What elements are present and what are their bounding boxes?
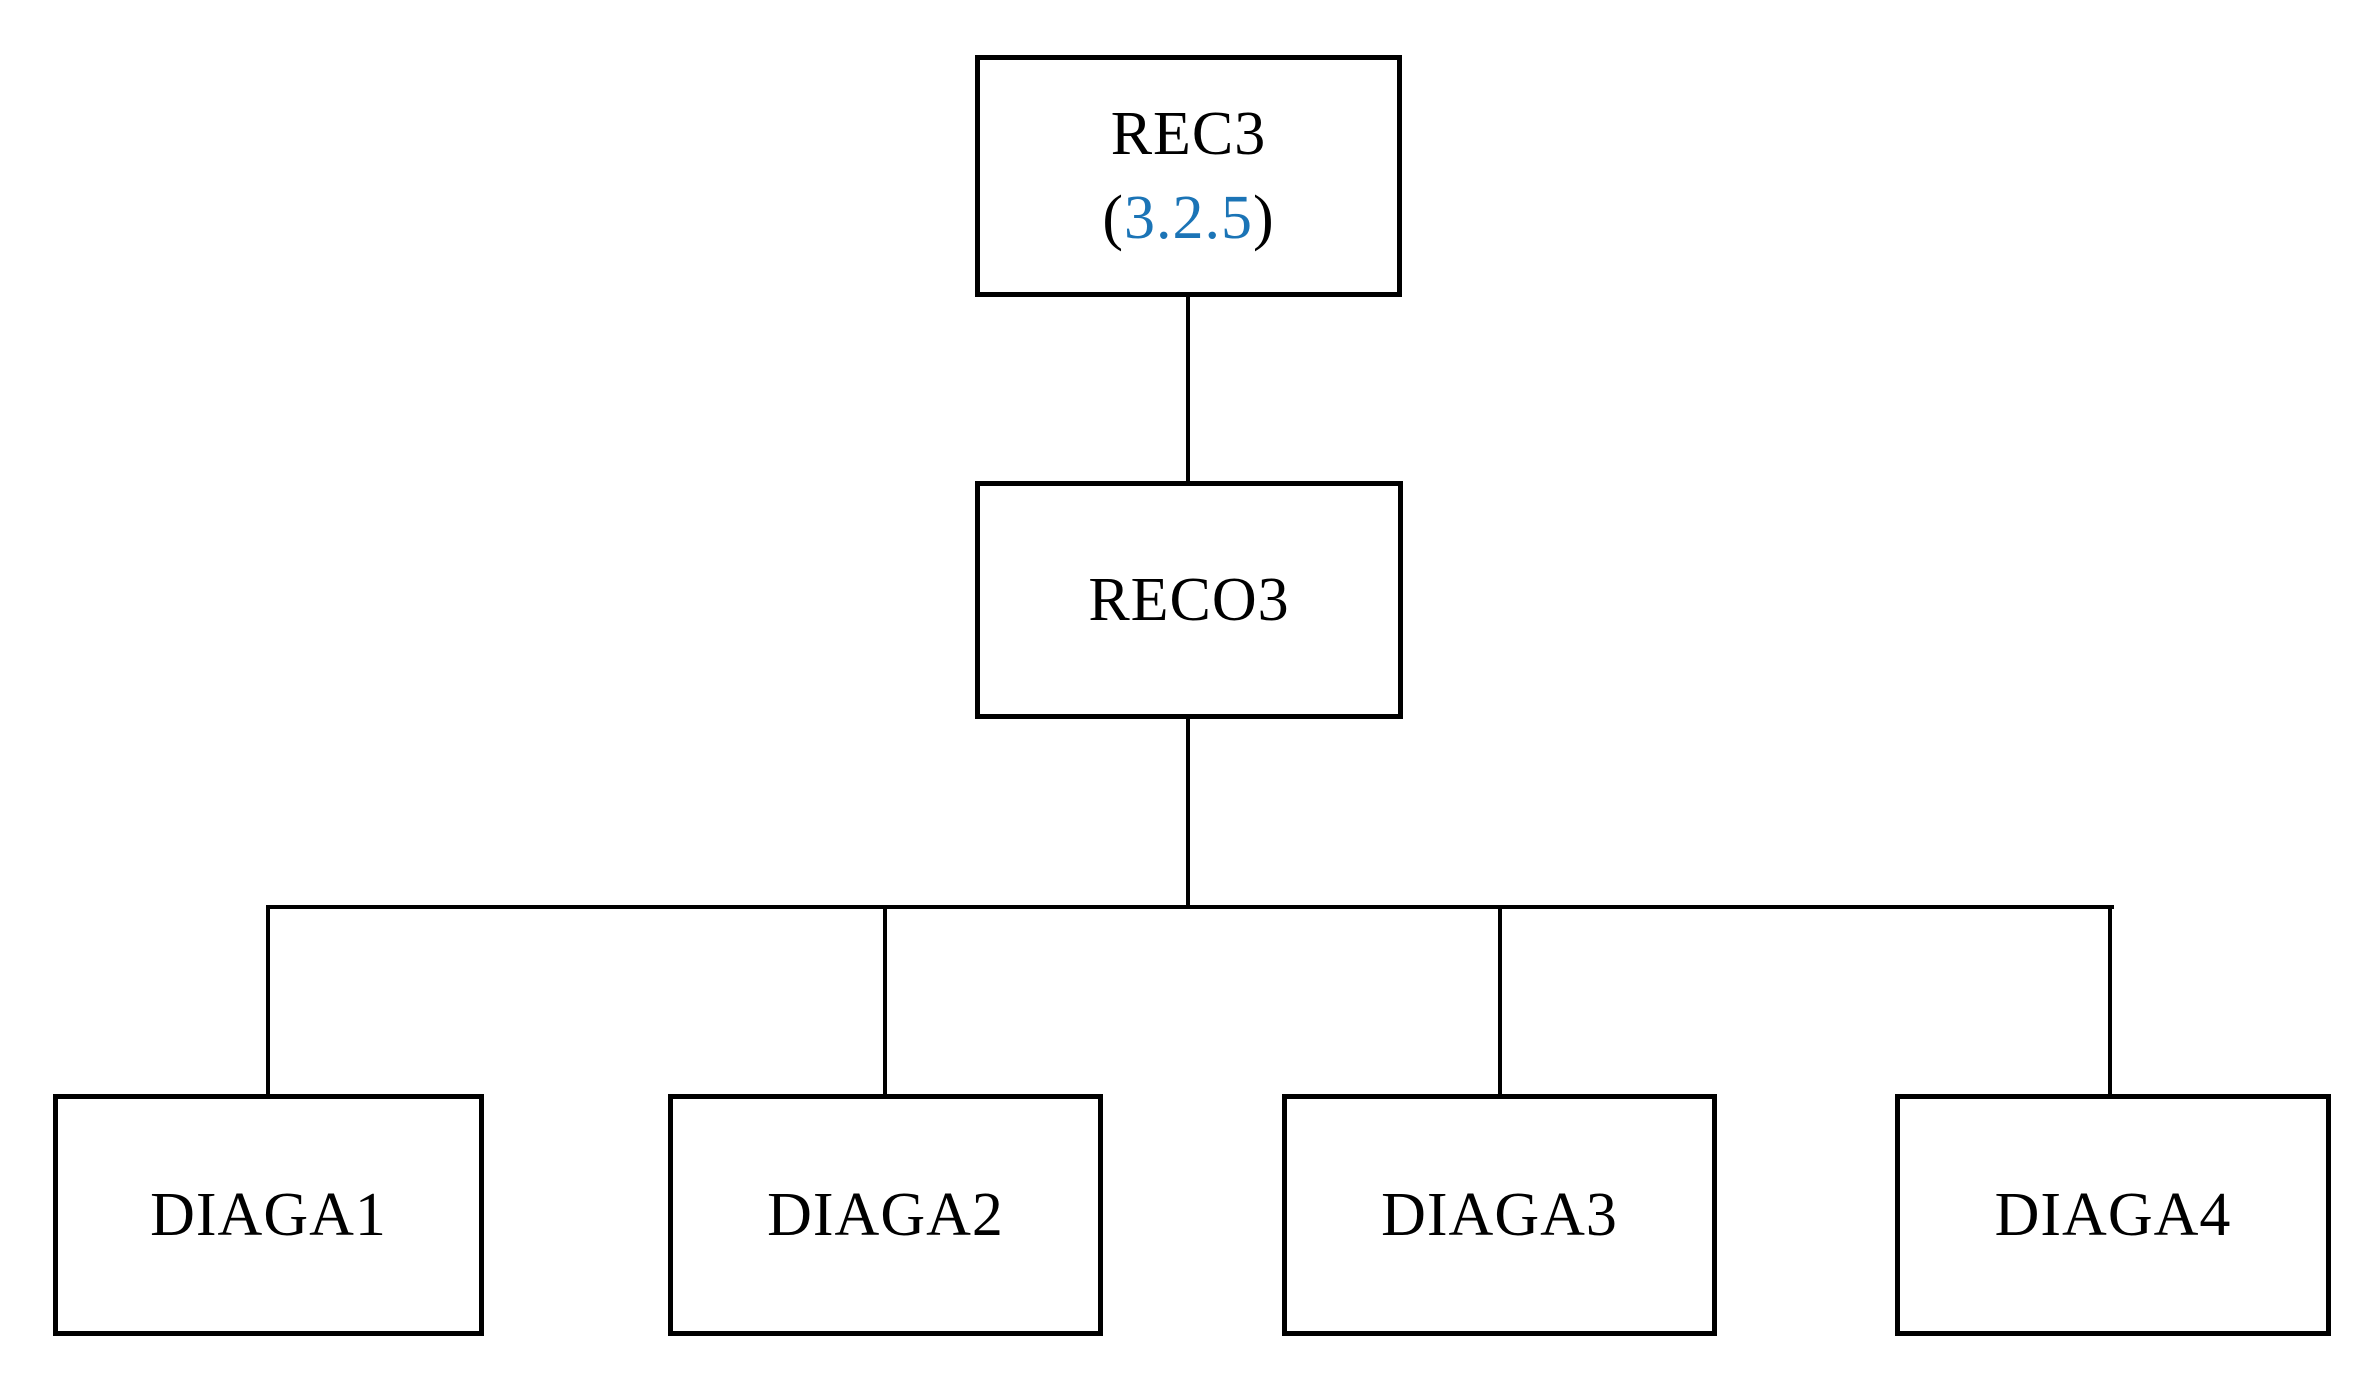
node-rec3-label: REC3 (1110, 100, 1267, 168)
connector-drop-diaga2 (883, 905, 887, 1096)
connector-drop-diaga3 (1498, 905, 1502, 1096)
node-rec3: REC3 (3.2.5) (975, 55, 1402, 297)
ref-link-3-2-5[interactable]: 3.2.5 (1124, 184, 1253, 252)
ref-paren-open: ( (1102, 184, 1124, 252)
connector-drop-diaga4 (2108, 905, 2112, 1096)
node-diaga4: DIAGA4 (1895, 1094, 2331, 1336)
connector-horizontal-rail (266, 905, 2114, 909)
node-diaga1: DIAGA1 (53, 1094, 484, 1336)
connector-root-to-intermediate (1186, 297, 1190, 481)
node-diaga3: DIAGA3 (1282, 1094, 1717, 1336)
node-diaga2-label: DIAGA2 (767, 1181, 1004, 1249)
node-diaga1-label: DIAGA1 (150, 1181, 387, 1249)
ref-paren-close: ) (1253, 184, 1275, 252)
node-reco3-label: RECO3 (1088, 566, 1290, 634)
node-rec3-reference: (3.2.5) (1102, 176, 1274, 260)
node-reco3: RECO3 (975, 481, 1403, 719)
node-diaga4-label: DIAGA4 (1994, 1181, 2232, 1249)
node-diaga3-label: DIAGA3 (1381, 1181, 1618, 1249)
connector-drop-diaga1 (266, 905, 270, 1096)
connector-intermediate-to-rail (1186, 719, 1190, 907)
node-diaga2: DIAGA2 (668, 1094, 1103, 1336)
